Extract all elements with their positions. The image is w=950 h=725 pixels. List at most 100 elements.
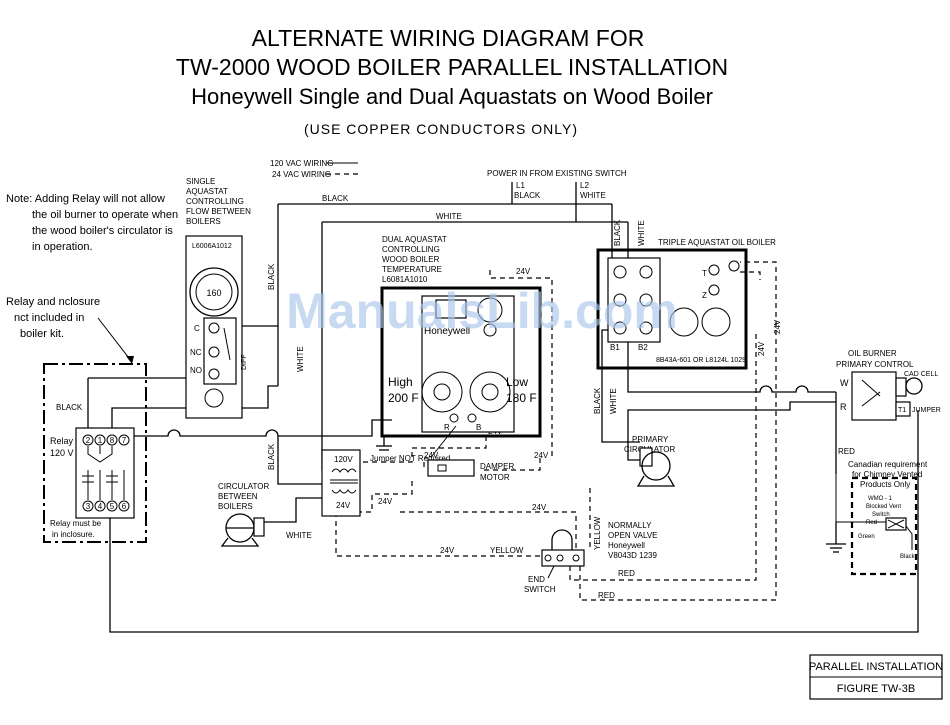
relay-note-2: in inclosure. [52,530,95,539]
valve-label-3: Honeywell [608,541,645,550]
wire-label-white-left: WHITE [296,346,305,372]
wire-label-black-mid: BLACK [267,443,276,470]
single-aquastat-label-1: SINGLE [186,177,215,186]
triple-aquastat-model: 8B43A-601 OR L8124L 1029 [656,357,746,364]
triple-terminal-b1 [613,321,627,335]
circulator-between-label-2: BETWEEN [218,492,258,501]
circulator-between-boilers: CIRCULATOR BETWEEN BOILERS [218,482,269,547]
relay-note-line-4: in operation. [32,241,93,253]
wire-24v-label-1: 24V [516,267,531,276]
wiring-legend: 120 VAC WIRING 24 VAC WIRING [270,159,358,179]
triple-terminal-2 [639,265,653,279]
triple-terminal-4 [639,293,653,307]
canadian-line-3: Products Only [860,480,910,489]
wire-label-white-top: WHITE [436,212,462,221]
dual-aquastat-label-4: TEMPERATURE [382,265,442,274]
wire-24v-label-3: 24V [424,451,439,460]
power-label: POWER IN FROM EXISTING SWITCH [487,169,627,178]
circulator-between-label-3: BOILERS [218,502,253,511]
relay-label-2: 120 V [50,448,74,458]
single-aquastat-label-2: AQUASTAT [186,187,228,196]
valve-label-4: V8043D 1239 [608,551,657,560]
wire-label-black-relay: BLACK [56,403,83,412]
wiring-24v: 24V 24V 24V 24V 24V 24V 24V YELLOW YELLO… [335,261,782,601]
canadian-switch-1: WMO - 1 [868,496,893,502]
relay-terminal-6 [118,500,130,512]
primary-circulator-pump [641,451,671,481]
oil-burner-label-2: PRIMARY CONTROL [836,360,914,369]
oil-burner-label-1: OIL BURNER [848,349,897,358]
primary-circulator: PRIMARY CIRCULATOR [624,435,675,487]
relay-enclosure: Relay 120 V Relay must be in inclosure. … [43,363,147,543]
relay-note-line-3: the wood boiler's circulator is [32,225,173,237]
relay-terminal-7-label: 7 [122,436,127,445]
transformer: 120V 24V [321,449,361,517]
single-aquastat-terminal-c [208,322,220,334]
relay-terminal-3 [82,500,94,512]
damper-motor: DAMPER MOTOR [427,459,514,482]
dual-aquastat-jumper-note: Jumper NOT Required [370,454,450,463]
transformer-24v: 24V [336,501,351,510]
oil-burner-primary-control: OIL BURNER PRIMARY CONTROL W R T1 CAD CE… [836,349,941,421]
canadian-switch-3: Switch [872,512,890,518]
relay-terminal-2 [82,434,94,446]
valve-label-1: NORMALLY [608,521,652,530]
triple-terminal-t2 [728,260,740,272]
single-aquastat: SINGLE AQUASTAT CONTROLLING FLOW BETWEEN… [185,177,251,419]
legend-24vac: 24 VAC WIRING [272,170,331,179]
enclosure-note-line-2: nct included in [14,312,84,324]
wire-label-black-left: BLACK [267,263,276,290]
canadian-requirement: Canadian requirement for Chimney Vented … [835,460,928,576]
dual-aquastat-terminal-block [435,299,467,319]
cad-cell-label: CAD CELL [904,371,938,378]
power-in: POWER IN FROM EXISTING SWITCH L1 BLACK L… [487,169,627,222]
single-aquastat-label-3: CONTROLLING [186,197,244,206]
primary-circulator-label-1: PRIMARY [632,435,669,444]
dual-aquastat-model: L6081A1010 [382,275,428,284]
dual-aquastat-label-1: DUAL AQUASTAT [382,235,447,244]
relay-terminal-8 [106,434,118,446]
circulator-between-label-1: CIRCULATOR [218,482,269,491]
triple-b1-label: B1 [610,343,620,352]
single-aquastat-dial [189,267,239,317]
dual-aquastat-low-value: 180 F [506,391,537,405]
valve-end-switch-1: END [528,575,545,584]
canadian-green: Green [858,534,875,540]
relay-terminal-3-label: 3 [86,502,91,511]
single-aquastat-term-c-label: C [194,324,200,333]
single-aquastat-label-4: FLOW BETWEEN [186,207,251,216]
single-aquastat-model: L6006A1012 [192,243,232,250]
relay-note-line-2: the oil burner to operate when [32,209,178,221]
wire-label-white-circ: WHITE [286,531,312,540]
wire-24v-label-8: 24V [757,341,766,356]
triple-aquastat: TRIPLE AQUASTAT OIL BOILER B1 B2 T Z 8B4… [596,238,776,370]
dual-aquastat-brand: Honeywell [424,326,470,337]
triple-dial-1 [669,307,699,337]
dual-aquastat-high-value: 200 F [388,391,419,405]
wire-24v-label-5: 24V [378,497,393,506]
triple-terminal-1 [613,265,627,279]
power-l2-color: WHITE [580,191,606,200]
single-aquastat-diff-label: DIFF [241,354,248,370]
triple-terminal-t1 [708,264,720,276]
canadian-red: Red [866,520,877,526]
canadian-switch-2: Blocked Vent [866,504,901,510]
valve-end-switch-2: SWITCH [524,585,556,594]
wire-24v-label-7: 24V [440,546,455,555]
dual-aquastat-term-r: R [444,423,450,432]
enclosure-note-line-3: boiler kit. [20,328,64,340]
wire-label-red-oil: RED [838,447,855,456]
relay-terminal-8-label: 8 [110,436,115,445]
triple-terminal-z [708,284,720,296]
damper-motor-body [427,459,475,477]
damper-motor-label-2: MOTOR [480,473,510,482]
wire-24v-label-4: 24V [534,451,549,460]
title-note: (USE COPPER CONDUCTORS ONLY) [304,121,578,137]
wire-24v-label-6: 24V [532,503,547,512]
wire-label-black-triple: BLACK [613,219,622,246]
relay-terminal-4 [94,500,106,512]
oil-burner-term-t1: T1 [898,407,906,414]
wire-label-red-1: RED [618,569,635,578]
dual-aquastat-outline [380,286,542,438]
